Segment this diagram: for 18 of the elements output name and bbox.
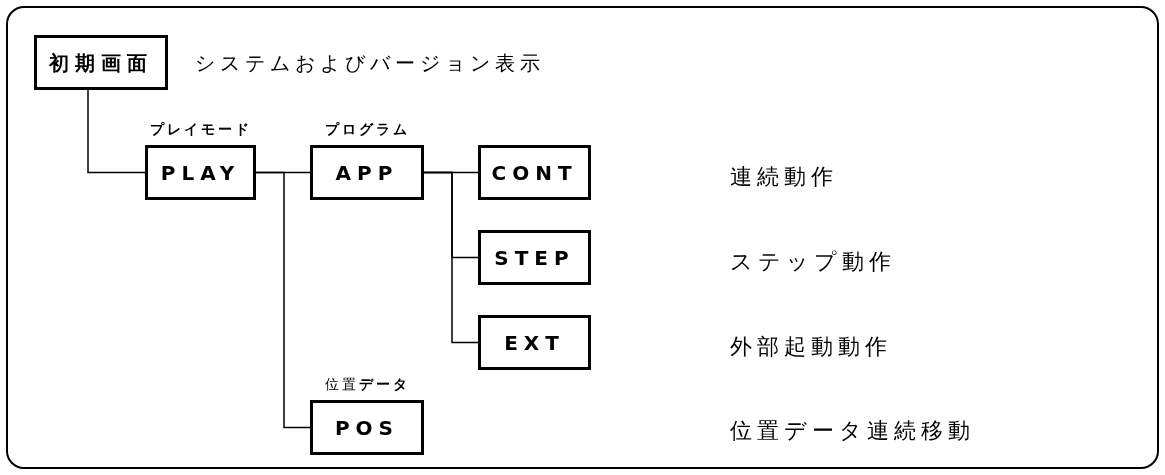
mode-heading: プログラム [323,120,411,139]
mode-box: PLAY [145,145,256,200]
connector-line [423,171,479,344]
description-text: 位置データ連続移動 [730,417,975,445]
mode-box: CONT [478,145,591,200]
description-text: システムおよびバージョン表示 [195,50,545,77]
mode-heading: プレイモード [148,120,253,139]
mode-box: APP [310,145,424,200]
mode-box: STEP [478,230,591,285]
mode-box: POS [310,400,424,455]
mode-box: 初期画面 [34,35,168,90]
description-text: 連続動作 [730,163,838,191]
mode-heading: 位置データ [323,375,411,394]
mode-box: EXT [478,315,591,370]
connector-line [255,171,311,429]
description-text: 外部起動動作 [730,333,892,361]
connector-line [87,89,146,174]
description-text: ステップ動作 [730,248,896,276]
